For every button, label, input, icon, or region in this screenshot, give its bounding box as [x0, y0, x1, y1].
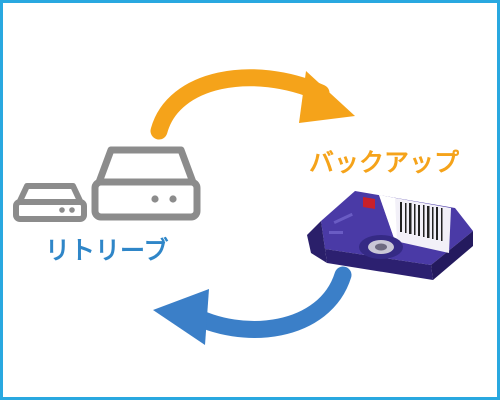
tape-cartridge-icon [307, 191, 473, 280]
retrieve-arrow-icon [153, 266, 352, 345]
small-drive-icon [13, 183, 87, 222]
large-drive-icon [91, 146, 201, 221]
retrieve-label: リトリーブ [45, 236, 169, 265]
diagram-canvas [13, 69, 473, 345]
backup-label: バックアップ [309, 148, 460, 177]
backup-arrow-icon [150, 69, 355, 140]
